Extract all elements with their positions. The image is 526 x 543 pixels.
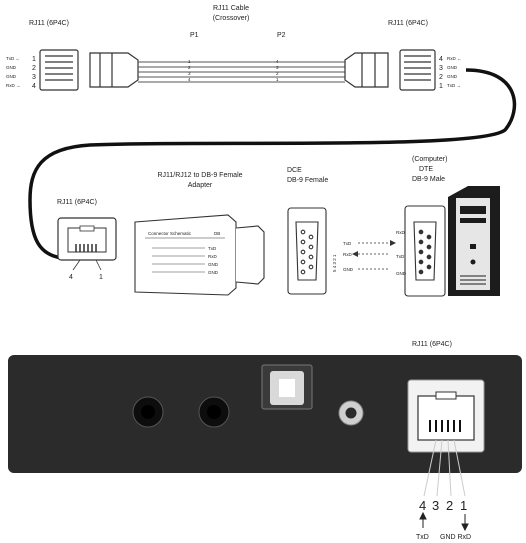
- mid-jack-label: RJ11 (6P4C): [57, 199, 97, 206]
- adapter-line: GND: [208, 270, 219, 275]
- dte-title-3: DB-9 Male: [412, 176, 445, 183]
- bottom-pin-num: 4: [419, 498, 426, 513]
- left-pin-labels: TxD ← GND GND RxD → 1 2 3 4: [6, 56, 36, 90]
- wire-numbers-right: 4 3 2 1: [276, 59, 279, 82]
- mid-rj11-jack: [57, 217, 117, 271]
- p1-label: P1: [190, 32, 199, 39]
- top-right-connector-label: RJ11 (6P4C): [388, 20, 428, 27]
- right-cable-boot: [344, 52, 389, 88]
- top-left-connector-label: RJ11 (6P4C): [29, 20, 69, 27]
- dce-signal: RxD: [343, 252, 352, 257]
- bottom-pin-numbers: 4 3 2 1: [419, 498, 467, 513]
- mid-jack-pin-right: 1: [99, 274, 103, 281]
- wire-num: 4: [276, 59, 279, 64]
- left-pin-label: RxD →: [6, 83, 21, 88]
- left-pin-label: GND: [6, 65, 17, 70]
- dce-dte-arrows: [358, 242, 390, 270]
- signal-txd: TxD: [416, 534, 429, 541]
- wire-num: 1: [276, 77, 279, 82]
- left-pin-label: TxD ←: [6, 56, 20, 61]
- left-pin-num: 2: [32, 65, 36, 72]
- right-pin-label: RxD ←: [447, 56, 462, 61]
- pin-leader-lines: [423, 439, 466, 497]
- arrow-to-dte: [390, 240, 396, 246]
- wire-num: 3: [188, 71, 191, 76]
- dce-pin-numbers: 5 4 3 2 1: [332, 254, 337, 272]
- adapter-header-right: DB: [214, 231, 220, 236]
- right-pin-num: 2: [439, 74, 443, 81]
- bottom-pin-num: 1: [460, 498, 467, 513]
- adapter-title-2: Adapter: [188, 182, 213, 189]
- dte-signal: TxD: [396, 254, 405, 259]
- right-pin-label: GND: [447, 65, 458, 70]
- cable-subtitle: (Crossover): [213, 15, 250, 22]
- left-pin-num: 1: [32, 56, 36, 63]
- dte-title-2: DTE: [419, 166, 433, 173]
- dce-signal: GND: [343, 267, 354, 272]
- device-back-panel: [8, 355, 522, 473]
- dte-title-1: (Computer): [412, 156, 447, 163]
- mid-jack-pin-left: 4: [69, 274, 73, 281]
- right-pin-label: TxD →: [447, 83, 461, 88]
- signal-gnd-rxd: GND RxD: [440, 534, 471, 541]
- right-pin-label: GND: [447, 74, 458, 79]
- computer-tower-icon: [448, 186, 500, 296]
- adapter-title-1: RJ11/RJ12 to DB-9 Female: [157, 172, 242, 179]
- arrow-to-dce: [352, 251, 358, 257]
- dte-signal: RxD: [396, 230, 405, 235]
- signal-arrows: [419, 511, 469, 532]
- coaxial-jack: [338, 400, 364, 426]
- wire-num: 3: [276, 65, 279, 70]
- p2-label: P2: [277, 32, 286, 39]
- bottom-pin-num: 3: [432, 498, 439, 513]
- dte-signal-labels: RxD TxD GND: [396, 230, 407, 276]
- optical-port: [261, 364, 313, 410]
- right-pin-num: 4: [439, 56, 443, 63]
- dce-db9-female: [287, 207, 327, 295]
- left-pin-label: GND: [6, 74, 17, 79]
- dce-signal: TxD: [343, 241, 352, 246]
- adapter-header: Connector Schematic: [148, 231, 192, 236]
- left-rj11-plug: [39, 49, 79, 91]
- right-rj11-plug: [399, 49, 436, 91]
- wire-num: 2: [188, 65, 191, 70]
- audio-jack-1: [132, 396, 164, 428]
- adapter-line: GND: [208, 262, 219, 267]
- black-cable-loop: [28, 68, 517, 260]
- wire-num: 2: [276, 71, 279, 76]
- left-pin-num: 4: [32, 83, 36, 90]
- cable-wires: [138, 61, 345, 83]
- dce-title-1: DCE: [287, 167, 302, 174]
- dce-signal-labels: TxD RxD GND: [343, 241, 354, 272]
- bottom-jack-label: RJ11 (6P4C): [412, 341, 452, 348]
- wire-num: 4: [188, 77, 191, 82]
- adapter-line: RxD: [208, 254, 217, 259]
- dte-signal: GND: [396, 271, 407, 276]
- bottom-rj11-jack: [407, 379, 485, 453]
- cable-title: RJ11 Cable: [213, 5, 249, 12]
- dce-title-2: DB-9 Female: [287, 177, 328, 184]
- bottom-pin-num: 2: [446, 498, 453, 513]
- left-cable-boot: [89, 52, 139, 88]
- wire-numbers-left: 1 2 3 4: [188, 59, 191, 82]
- audio-jack-2: [198, 396, 230, 428]
- left-pin-num: 3: [32, 74, 36, 81]
- right-pin-labels: 4 3 2 1 RxD ← GND GND TxD →: [439, 56, 462, 90]
- right-pin-num: 3: [439, 65, 443, 72]
- adapter-schematic: [152, 247, 205, 273]
- adapter-line: TxD: [208, 246, 217, 251]
- db9-adapter: [134, 214, 265, 296]
- right-pin-num: 1: [439, 83, 443, 90]
- dte-db9-male: [404, 205, 446, 297]
- wire-num: 1: [188, 59, 191, 64]
